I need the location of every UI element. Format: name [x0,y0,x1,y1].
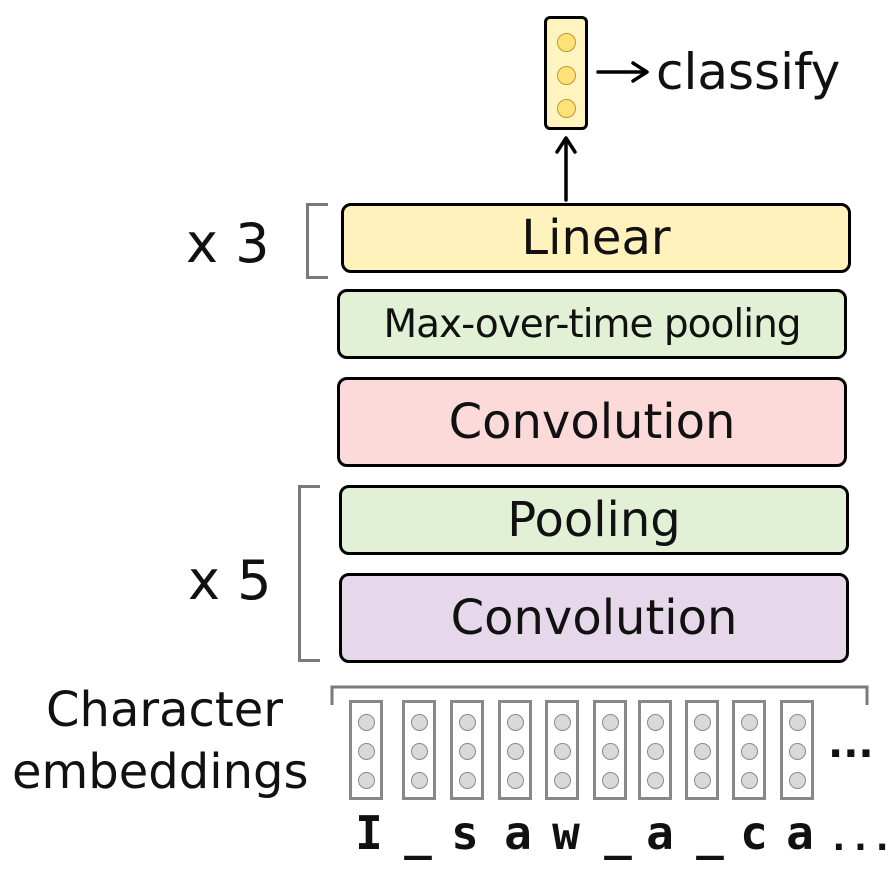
char-4: a [504,806,532,860]
char-6: _ [604,806,632,860]
embedding-dot [694,714,711,731]
output-vector [544,16,588,130]
output-node-2 [557,66,576,85]
char-2: _ [404,806,432,860]
char-1: I [355,806,383,860]
repeat-x3-label: x 3 [186,212,270,275]
char-8: _ [696,806,724,860]
embedding-dot [358,772,375,789]
embedding-dot [411,714,428,731]
layer-pooling: Pooling [339,485,849,555]
classify-label: classify [656,43,841,101]
layer-convolution-top: Convolution [337,377,847,467]
embedding-col-4 [498,700,532,800]
embedding-col-3 [450,700,484,800]
embedding-col-10 [780,700,814,800]
layer-max-pooling-label: Max-over-time pooling [383,301,801,347]
layer-convolution-bottom-label: Convolution [450,590,738,646]
arrow-to-classify [596,61,649,83]
layer-convolution-bottom: Convolution [339,573,849,663]
bracket-x3 [306,203,328,279]
output-node-3 [557,99,576,118]
embedding-dot [694,743,711,760]
embedding-dot [602,714,619,731]
embedding-dot [789,743,806,760]
char-7: a [646,806,674,860]
embedding-dot [741,772,758,789]
embedding-dot [507,743,524,760]
char-5: w [552,806,580,860]
embedding-dot [358,714,375,731]
embedding-dot [602,743,619,760]
embedding-col-2 [402,700,436,800]
embedding-dot [507,714,524,731]
embedding-dot [694,772,711,789]
embedding-col-9 [732,700,766,800]
embedding-dot [554,772,571,789]
embedding-dot [647,714,664,731]
embedding-dot [411,743,428,760]
embedding-dot [647,743,664,760]
embedding-dot [554,714,571,731]
layer-linear: Linear [341,203,851,273]
layer-linear-label: Linear [521,210,671,266]
layer-convolution-top-label: Convolution [448,394,736,450]
embedding-dot [602,772,619,789]
repeat-x5-label: x 5 [188,549,272,612]
arrow-to-output [555,136,577,202]
layer-max-over-time-pooling: Max-over-time pooling [337,289,847,359]
char-9: c [740,806,768,860]
embedding-dot [647,772,664,789]
embeddings-label-line1: Character [46,682,283,738]
embedding-dot [459,743,476,760]
embedding-col-8 [685,700,719,800]
embedding-dot [459,772,476,789]
embedding-dot [411,772,428,789]
bracket-x5 [298,485,320,662]
embedding-col-1 [349,700,383,800]
embedding-dot [459,714,476,731]
embedding-col-5 [545,700,579,800]
char-ellipsis: ... [828,818,894,859]
embedding-dot [789,714,806,731]
embeddings-label-line2: embeddings [12,744,309,800]
embedding-dot [741,714,758,731]
embedding-col-6 [593,700,627,800]
embeddings-ellipsis: ... [828,721,874,767]
embedding-col-7 [638,700,672,800]
embedding-dot [358,743,375,760]
embedding-dot [554,743,571,760]
embedding-dot [789,772,806,789]
layer-pooling-label: Pooling [507,492,681,548]
char-10: a [786,806,814,860]
output-node-1 [557,33,576,52]
char-3: s [451,806,479,860]
embedding-dot [507,772,524,789]
embedding-dot [741,743,758,760]
